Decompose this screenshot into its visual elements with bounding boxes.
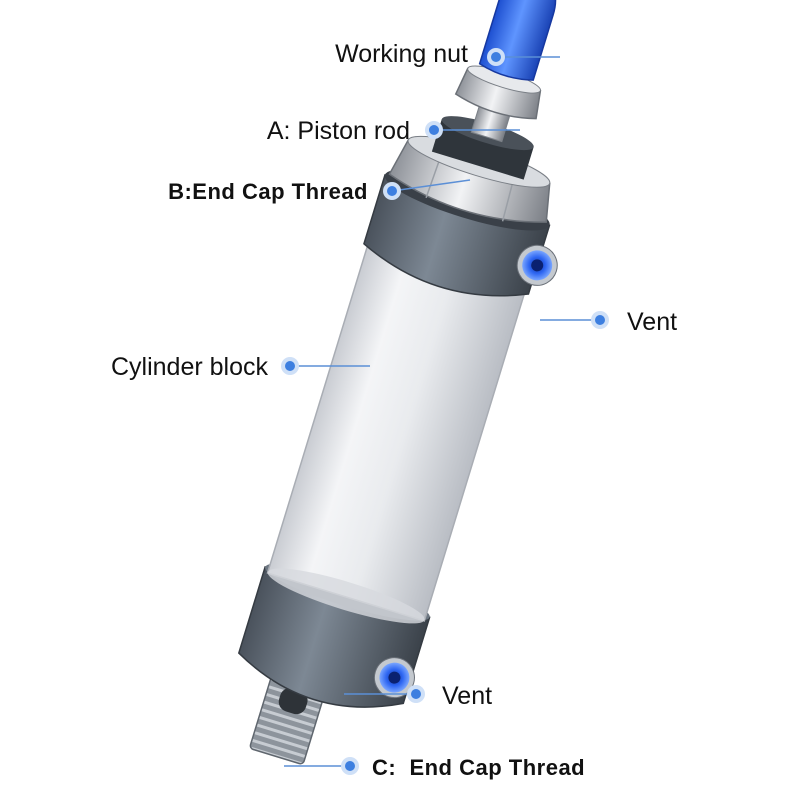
label-working-nut: Working nut (335, 40, 468, 68)
label-vent-top: Vent (627, 308, 677, 336)
label-piston-rod: A: Piston rod (267, 117, 410, 145)
callout-end-cap-thread-bottom: C: End Cap Thread (284, 755, 585, 780)
callout-piston-rod: A: Piston rod (267, 117, 520, 145)
callout-end-cap-thread-top: B:End Cap Thread (168, 179, 471, 204)
vent-bottom-fitting (373, 657, 415, 699)
label-vent-bottom: Vent (442, 682, 492, 710)
vent-top-fitting (516, 244, 558, 286)
callout-vent-top: Vent (540, 308, 677, 336)
callout-cylinder-block: Cylinder block (111, 353, 370, 381)
callout-working-nut: Working nut (335, 40, 560, 68)
label-end-cap-thread-bottom: C: End Cap Thread (372, 755, 585, 780)
top-hex-nut (388, 139, 551, 223)
callout-vent-bottom: Vent (344, 682, 492, 710)
top-end-cap (363, 173, 551, 297)
label-cylinder-block: Cylinder block (111, 353, 269, 381)
label-end-cap-thread-top: B:End Cap Thread (168, 179, 368, 204)
working-nut-hex (454, 67, 542, 120)
top-thread-collar (431, 119, 534, 180)
